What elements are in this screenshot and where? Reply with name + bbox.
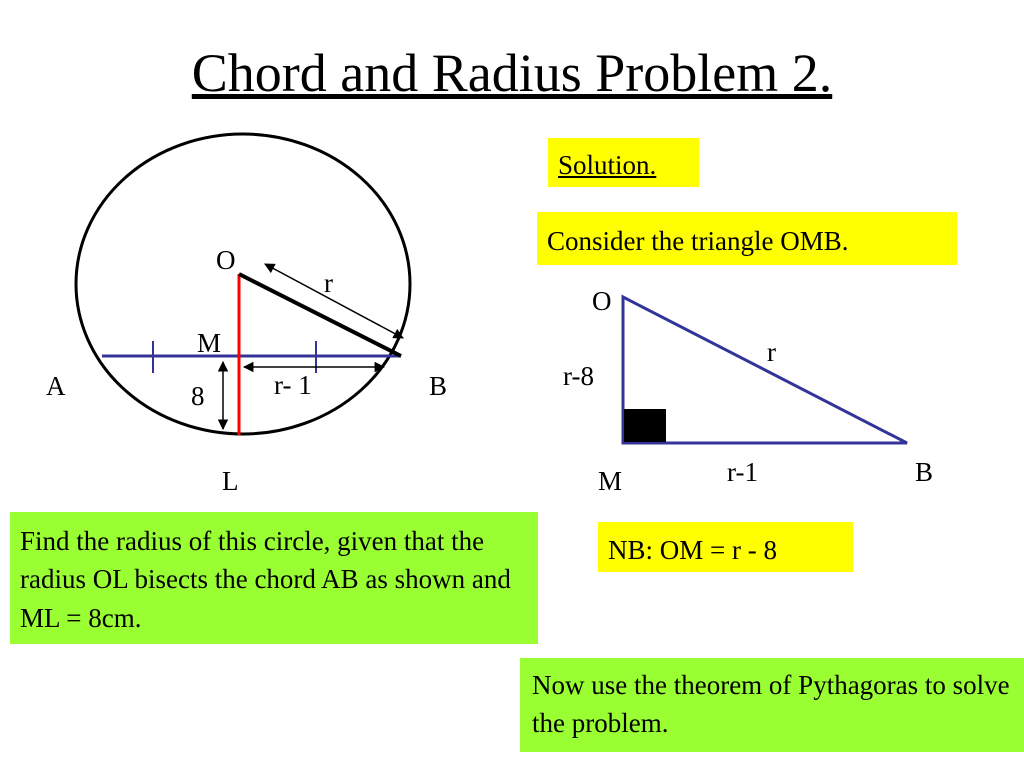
- nb-box: NB: OM = r - 8: [598, 522, 853, 572]
- tri-label-r-minus-1: r-1: [727, 457, 758, 487]
- page-title: Chord and Radius Problem 2.: [191, 43, 833, 103]
- tri-label-b: B: [915, 457, 933, 487]
- label-o: O: [216, 245, 236, 275]
- label-m: M: [197, 328, 221, 358]
- label-a: A: [46, 371, 66, 401]
- circle-diagram: O M A B L r 8 r- 1: [46, 132, 447, 496]
- tri-label-m: M: [598, 466, 622, 496]
- label-8: 8: [191, 381, 205, 411]
- label-b: B: [429, 371, 447, 401]
- radius-ob: [238, 272, 402, 358]
- right-angle-marker: [624, 409, 666, 442]
- consider-box: Consider the triangle OMB.: [537, 212, 957, 265]
- r-arrow: [264, 263, 404, 339]
- pythagoras-box: Now use the theorem of Pythagoras to sol…: [520, 658, 1024, 752]
- circle: [74, 132, 412, 436]
- triangle-diagram: O M B r r-8 r-1: [563, 286, 933, 496]
- solution-box: Solution.: [548, 138, 699, 187]
- tri-label-r-minus-8: r-8: [563, 361, 594, 391]
- label-r-minus-1: r- 1: [274, 370, 312, 400]
- solution-label: Solution.: [558, 150, 657, 180]
- label-r: r: [324, 268, 333, 298]
- tri-label-r: r: [767, 337, 776, 367]
- problem-box: Find the radius of this circle, given th…: [10, 512, 538, 644]
- triangle-omb: [621, 294, 908, 445]
- tri-label-o: O: [592, 286, 612, 316]
- label-l: L: [222, 466, 239, 496]
